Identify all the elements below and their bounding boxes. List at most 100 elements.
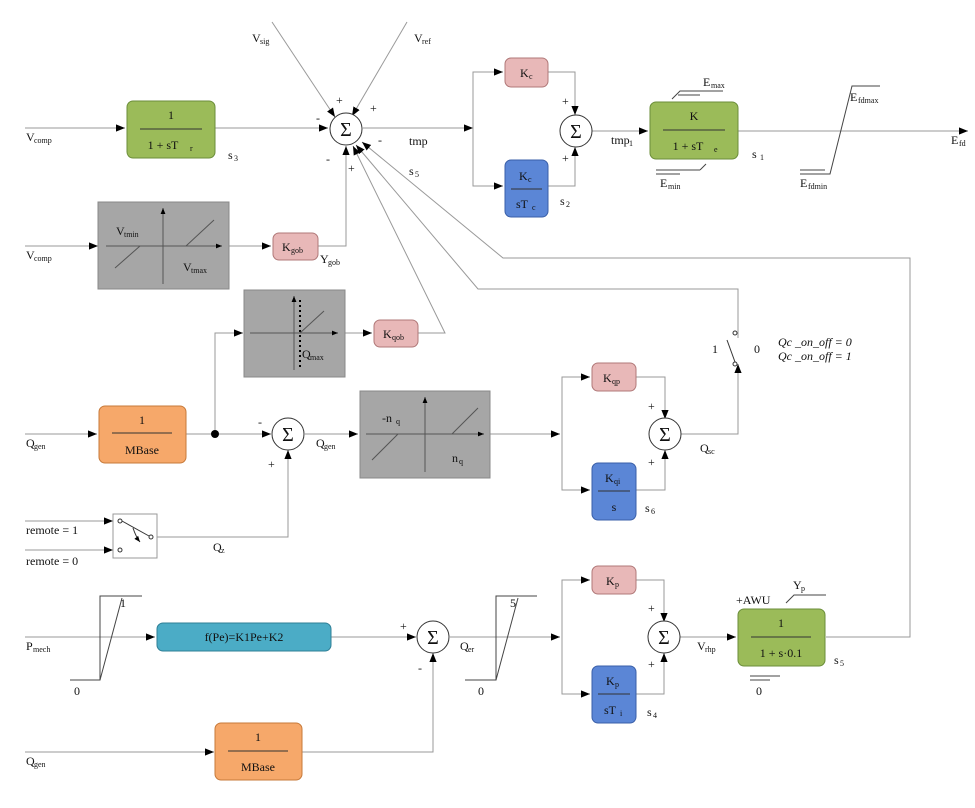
summing-junction-main[interactable]: Σ xyxy=(329,112,363,146)
s1-label: s xyxy=(752,147,757,161)
vref-label: V xyxy=(414,31,423,45)
signal-labels: V comp V comp Q gen Q gen P mech remote … xyxy=(26,31,966,769)
sign-plus: + xyxy=(348,161,355,175)
vcomp2-sub: comp xyxy=(34,254,52,263)
mbase2-den: MBase xyxy=(241,760,275,774)
kc-proportional-block[interactable]: K c xyxy=(504,57,549,88)
s2-sub: 2 xyxy=(566,200,570,209)
remote-1-label: remote = 1 xyxy=(26,523,78,537)
awu-lag-block[interactable]: 1 1 + s·0.1 xyxy=(737,608,826,667)
qmax-limiter-block[interactable]: Q max xyxy=(243,289,346,378)
kpi-num-sub: p xyxy=(615,680,619,689)
qer-limit-5: 5 xyxy=(510,596,516,610)
neg-nq-sub: q xyxy=(396,417,400,426)
sign-minus: - xyxy=(326,152,330,166)
vcomp2-label: V xyxy=(26,248,35,262)
vrhp-label: V xyxy=(697,639,706,653)
junction-dot xyxy=(211,430,219,438)
s5-bot-label: s xyxy=(834,653,839,667)
s4-label: s xyxy=(647,705,652,719)
mbase-block-2[interactable]: 1 MBase xyxy=(214,722,303,781)
summing-junction-kp[interactable]: Σ xyxy=(647,620,681,654)
kp-integral-block[interactable]: K p sT i xyxy=(591,665,637,724)
kc-integral-block[interactable]: K c sT c xyxy=(504,159,549,218)
neg-nq-label: -n xyxy=(382,411,392,425)
sign-plus: + xyxy=(268,457,275,471)
sign-plus: + xyxy=(400,619,407,633)
efd-label: E xyxy=(951,133,958,147)
k-denominator-sub: e xyxy=(714,145,718,154)
sign-minus: - xyxy=(418,661,422,675)
summing-junction-kc[interactable]: Σ xyxy=(559,114,593,148)
kgob-label: K xyxy=(282,240,291,254)
exciter-k-block[interactable]: K 1 + sT e xyxy=(649,101,739,160)
qgen2-label: Q xyxy=(26,754,35,768)
yp-sub: p xyxy=(801,584,805,593)
limiters xyxy=(70,85,880,681)
emax-sub: max xyxy=(711,81,725,90)
kpi-den-sub: i xyxy=(620,709,623,718)
qgen1-label: Q xyxy=(26,436,35,450)
kqp-block[interactable]: K qp xyxy=(591,362,637,392)
vsig-label: V xyxy=(252,31,261,45)
summing-junction-p[interactable]: Σ xyxy=(416,620,450,654)
mbase-block-1[interactable]: 1 MBase xyxy=(98,405,187,464)
tmp1-label: tmp xyxy=(611,133,630,147)
kc-sub: c xyxy=(529,72,533,81)
qc-on-off-1-label: Qc _on_off = 1 xyxy=(778,349,852,363)
qc-pos-0: 0 xyxy=(754,342,760,356)
tmp-label: tmp xyxy=(409,134,428,148)
qmax-label: Q xyxy=(302,347,311,361)
yp-label: Y xyxy=(793,578,802,592)
lag-limit-0: 0 xyxy=(756,684,762,698)
sigma-symbol: Σ xyxy=(427,627,439,649)
voltage-deadband-block[interactable]: V tmin V tmax xyxy=(97,201,230,290)
qer-sub: er xyxy=(468,645,475,654)
lead-lag-tr-block[interactable]: 1 1 + sT r xyxy=(126,100,216,159)
summing-junction-q[interactable]: Σ xyxy=(271,417,305,451)
tr-numerator: 1 xyxy=(168,108,174,122)
efdmin-sub: fdmin xyxy=(808,182,827,191)
tmp1-sub: 1 xyxy=(629,139,633,148)
vrhp-sub: rhp xyxy=(705,645,716,654)
sign-plus: + xyxy=(648,657,655,671)
kqob-block[interactable]: K qob xyxy=(373,319,419,348)
vtmin-label: V xyxy=(116,224,125,238)
remote-switch[interactable] xyxy=(112,513,158,559)
qgen-mid-label: Q xyxy=(316,436,325,450)
qc-on-off-switch[interactable]: 1 0 Qc _on_off = 0 Qc _on_off = 1 xyxy=(712,289,852,367)
sign-minus: - xyxy=(258,415,262,429)
summing-junction-kq[interactable]: Σ xyxy=(648,417,682,451)
lag-den: 1 + s·0.1 xyxy=(760,646,802,660)
kgob-sub: gob xyxy=(291,246,303,255)
qmax-sub: max xyxy=(310,353,324,362)
sign-plus: + xyxy=(336,93,343,107)
sigma-symbol: Σ xyxy=(659,424,671,446)
kc-label: K xyxy=(520,66,529,80)
pmech-label: P xyxy=(26,639,33,653)
qc-pos-1: 1 xyxy=(712,342,718,356)
qgen1-sub: gen xyxy=(34,442,46,451)
s5-bot-sub: 5 xyxy=(840,659,844,668)
nq-label: n xyxy=(452,451,458,465)
kc-int-den: sT xyxy=(516,197,529,211)
pe-function-block[interactable]: f(Pe)=K1Pe+K2 xyxy=(156,622,332,652)
qer-label: Q xyxy=(460,639,469,653)
vtmax-label: V xyxy=(183,260,192,274)
efdmin-label: E xyxy=(800,176,807,190)
sign-plus: + xyxy=(370,101,377,115)
sigma-symbol: Σ xyxy=(340,119,352,141)
kqi-den: s xyxy=(612,500,617,514)
qc-on-off-0-label: Qc _on_off = 0 xyxy=(778,335,852,349)
nq-deadband-block[interactable]: -n q n q xyxy=(359,390,491,479)
kqi-block[interactable]: K qi s xyxy=(591,462,637,521)
emin-label: E xyxy=(660,176,667,190)
kqi-num-sub: qi xyxy=(614,477,621,486)
kp-proportional-block[interactable]: K p xyxy=(591,565,637,595)
kgob-block[interactable]: K gob xyxy=(272,232,319,261)
kpi-den: sT xyxy=(604,703,617,717)
mbase2-num: 1 xyxy=(255,730,261,744)
kqp-label: K xyxy=(603,371,612,385)
